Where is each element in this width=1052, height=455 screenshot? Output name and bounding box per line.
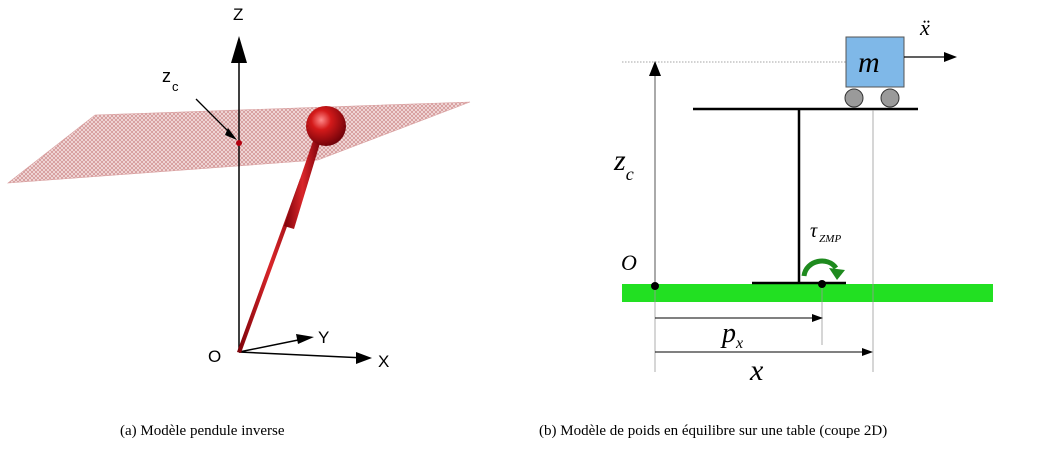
zc-pointer bbox=[195, 98, 232, 135]
pendulum-mass bbox=[306, 106, 346, 146]
caption-figure-b: (b) Modèle de poids en équilibre sur une… bbox=[539, 423, 888, 439]
caption-figure-a: (a) Modèle pendule inverse bbox=[120, 423, 285, 439]
y-axis-arrowhead bbox=[296, 334, 314, 344]
origin-label-a: O bbox=[208, 347, 221, 366]
x-dimension-arrowhead bbox=[862, 348, 873, 356]
acceleration-arrowhead bbox=[944, 52, 957, 62]
z-axis-arrowhead bbox=[231, 36, 247, 63]
zc-height-arrowhead bbox=[649, 61, 661, 76]
zc-pointer-arrowhead bbox=[225, 128, 237, 140]
x-label: x bbox=[749, 354, 764, 387]
cart-wheel-left bbox=[844, 88, 864, 108]
x-axis-label: X bbox=[378, 352, 389, 371]
zmp-torque-arrow bbox=[801, 258, 839, 277]
x-axis-arrowhead bbox=[356, 352, 372, 364]
y-axis-label: Y bbox=[318, 328, 329, 347]
pendulum-rod-upper bbox=[284, 138, 321, 229]
x-axis bbox=[238, 351, 366, 359]
origin-label-b: O bbox=[621, 250, 637, 275]
z-axis-label: Z bbox=[233, 5, 243, 24]
zmp-torque-arrowhead bbox=[829, 268, 845, 280]
mass-label: m bbox=[858, 46, 880, 79]
cart-wheel-right bbox=[880, 88, 900, 108]
zc-point bbox=[236, 140, 242, 146]
ground-bar bbox=[622, 284, 993, 302]
origin-point bbox=[651, 282, 659, 290]
figure-a: Z X Y O zc bbox=[7, 5, 471, 371]
zc-label-b: zc bbox=[613, 144, 634, 184]
zmp-point bbox=[818, 280, 826, 288]
acceleration-label: ẍ bbox=[919, 15, 930, 40]
y-axis bbox=[238, 337, 309, 353]
px-dimension-arrowhead bbox=[812, 314, 823, 322]
zc-label-a: zc bbox=[162, 66, 179, 94]
cart-mass bbox=[845, 36, 905, 88]
px-label: px bbox=[720, 318, 743, 352]
